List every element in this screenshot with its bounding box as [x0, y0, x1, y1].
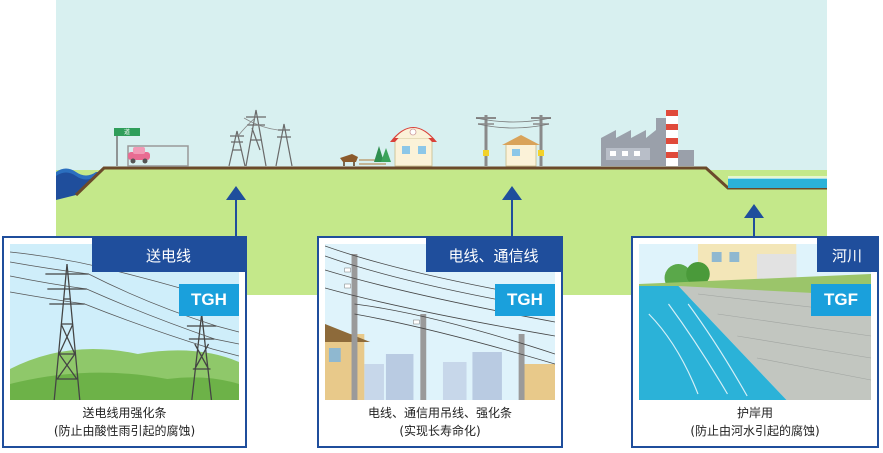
desc-line-1: 护岸用 [736, 406, 773, 420]
landscape-scene: 道 [56, 0, 827, 295]
card-description: 送电线用强化条 (防止由酸性雨引起的腐蚀) [8, 404, 241, 440]
arrow-up-2 [502, 186, 522, 238]
arrow-up-1 [226, 186, 246, 238]
embankment [56, 168, 827, 200]
card-power-line: 送电线 TGH 送电线用强化条 (防止由酸性雨引起的腐蚀) [2, 236, 247, 448]
desc-line-1: 电线、通信用吊线、强化条 [367, 406, 512, 420]
sky-area [56, 0, 827, 170]
road-sign: 道 [114, 128, 140, 166]
road-sign-label: 道 [124, 128, 130, 136]
desc-line-1: 送电线用强化条 [82, 406, 167, 420]
product-code-badge: TGH [495, 284, 555, 316]
desc-line-2: (防止由酸性雨引起的腐蚀) [53, 424, 196, 438]
arrow-up-3 [744, 204, 764, 238]
card-title: 送电线 [92, 238, 245, 272]
river-water [728, 178, 827, 188]
pink-car [128, 147, 150, 164]
landscape-illustration: 道 [56, 0, 827, 295]
utility-poles [475, 115, 552, 166]
product-code-badge: TGH [179, 284, 239, 316]
product-code-badge: TGF [811, 284, 871, 316]
card-communication-line: 电线、通信线 TGH 电线、通信用吊线、强化条 (实现长寿命化) [317, 236, 563, 448]
transmission-towers [228, 109, 293, 167]
card-title: 电线、通信线 [426, 238, 561, 272]
card-title: 河川 [817, 238, 877, 272]
card-river: 河川 TGF 护岸用 (防止由河水引起的腐蚀) [631, 236, 879, 448]
card-description: 护岸用 (防止由河水引起的腐蚀) [637, 404, 873, 440]
factory [601, 110, 694, 166]
trees [374, 146, 391, 162]
card-description: 电线、通信用吊线、强化条 (实现长寿命化) [323, 404, 557, 440]
house-red-roof [390, 127, 437, 167]
desc-line-2: (防止由河水引起的腐蚀) [690, 424, 820, 438]
small-house [502, 135, 540, 167]
desc-line-2: (实现长寿命化) [399, 424, 481, 438]
